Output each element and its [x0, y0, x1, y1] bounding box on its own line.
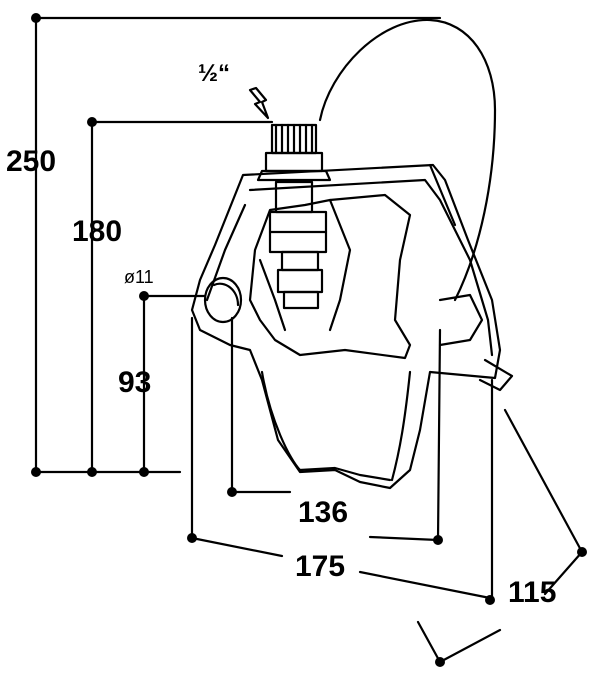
label-mount-hole-diameter: ø11	[124, 267, 154, 287]
label-thread-size: ½“	[198, 60, 231, 87]
mount-hole	[203, 276, 243, 324]
dimension-lines	[34, 16, 584, 664]
label-overall-height: 250	[6, 145, 57, 178]
bowl-outline	[190, 163, 502, 490]
label-outer-width: 175	[295, 550, 346, 583]
dimension-dots	[31, 13, 587, 667]
inner-bowl	[248, 193, 412, 360]
label-inner-width: 136	[298, 496, 349, 529]
label-mount-hole-height: 93	[118, 366, 152, 399]
valve-assembly	[256, 123, 332, 310]
label-depth: 115	[508, 576, 557, 609]
rear-paddle	[318, 18, 497, 302]
label-outlet-height: 180	[72, 215, 123, 248]
thread-arrow	[248, 86, 270, 120]
